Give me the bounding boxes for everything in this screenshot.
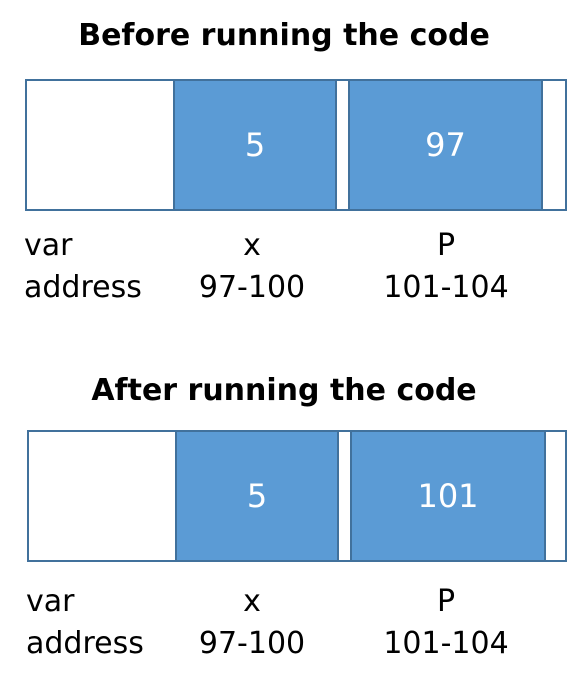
before-x-name: x [243, 228, 261, 263]
after-address-label: address [26, 626, 144, 661]
before-memory-row: 5 97 [25, 79, 567, 211]
after-memory-row: 5 101 [27, 430, 567, 562]
before-address-label: address [24, 270, 142, 305]
before-p-value: 97 [425, 126, 466, 164]
before-var-label: var [24, 228, 73, 263]
before-x-cell: 5 [173, 81, 337, 209]
before-title: Before running the code [78, 18, 490, 53]
after-var-label: var [26, 584, 75, 619]
after-p-address: 101-104 [383, 626, 509, 661]
after-x-cell: 5 [175, 432, 339, 560]
after-p-value: 101 [417, 477, 479, 515]
after-title: After running the code [91, 373, 477, 408]
after-p-name: P [436, 584, 456, 619]
after-x-name: x [243, 584, 261, 619]
before-x-value: 5 [244, 126, 266, 164]
before-x-address: 97-100 [198, 270, 306, 305]
after-x-value: 5 [246, 477, 268, 515]
after-x-address: 97-100 [198, 626, 306, 661]
before-p-cell: 97 [348, 81, 543, 209]
after-p-cell: 101 [350, 432, 546, 560]
before-p-name: P [436, 228, 456, 263]
before-p-address: 101-104 [383, 270, 509, 305]
